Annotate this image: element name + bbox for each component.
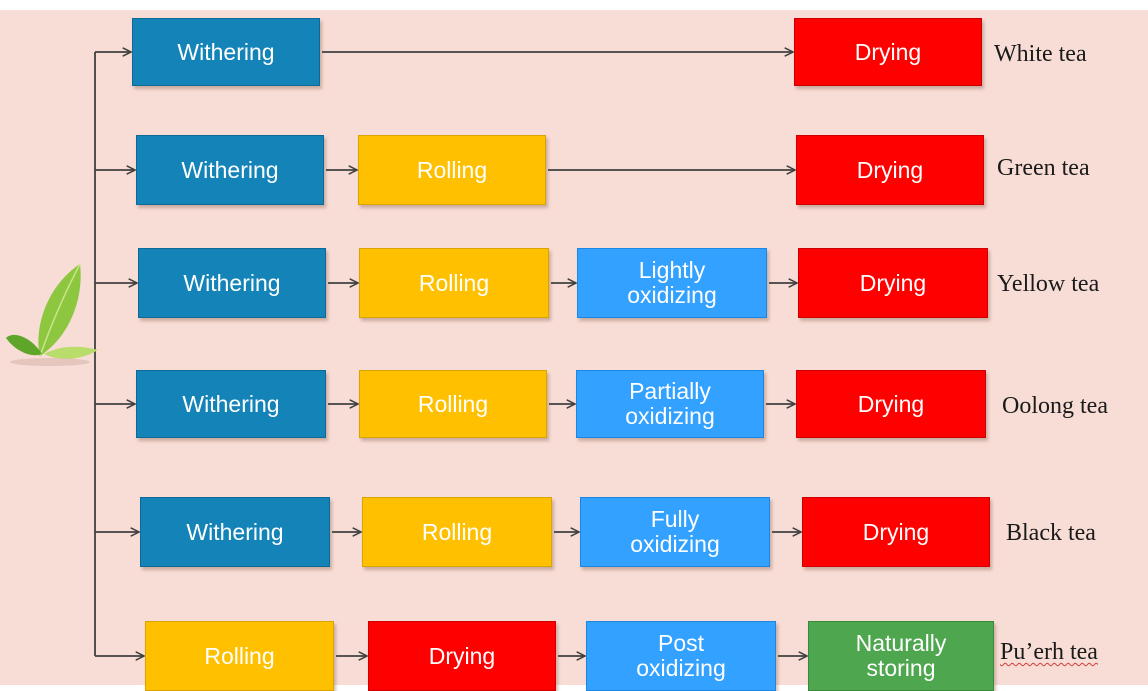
step-oolong-rolling: Rolling xyxy=(359,370,547,438)
step-puerh-rolling: Rolling xyxy=(145,621,334,691)
tea-label-yellow: Yellow tea xyxy=(997,271,1100,297)
tea-label-white: White tea xyxy=(994,41,1087,67)
step-black-withering: Withering xyxy=(140,497,330,567)
step-puerh-drying: Drying xyxy=(368,621,556,691)
step-green-withering: Withering xyxy=(136,135,324,205)
step-white-withering: Withering xyxy=(132,18,320,86)
step-oolong-withering: Withering xyxy=(136,370,326,438)
tea-label-oolong: Oolong tea xyxy=(1002,393,1108,419)
tea-leaf-icon xyxy=(6,263,98,366)
step-yellow-lightly-oxidizing: Lightly oxidizing xyxy=(577,248,767,318)
step-white-drying: Drying xyxy=(794,18,982,86)
top-margin-strip xyxy=(0,0,1148,10)
step-oolong-partially-oxidizing: Partially oxidizing xyxy=(576,370,764,438)
step-black-rolling: Rolling xyxy=(362,497,552,567)
tea-label-black: Black tea xyxy=(1006,520,1096,546)
step-black-fully-oxidizing: Fully oxidizing xyxy=(580,497,770,567)
tea-label-green: Green tea xyxy=(997,155,1090,181)
step-puerh-naturally-storing: Naturally storing xyxy=(808,621,994,691)
step-oolong-drying: Drying xyxy=(796,370,986,438)
step-yellow-withering: Withering xyxy=(138,248,326,318)
step-yellow-drying: Drying xyxy=(798,248,988,318)
step-black-drying: Drying xyxy=(802,497,990,567)
tea-label-puerh: Pu’erh tea xyxy=(1000,639,1098,665)
step-green-rolling: Rolling xyxy=(358,135,546,205)
step-green-drying: Drying xyxy=(796,135,984,205)
step-puerh-post-oxidizing: Post oxidizing xyxy=(586,621,776,691)
step-yellow-rolling: Rolling xyxy=(359,248,549,318)
